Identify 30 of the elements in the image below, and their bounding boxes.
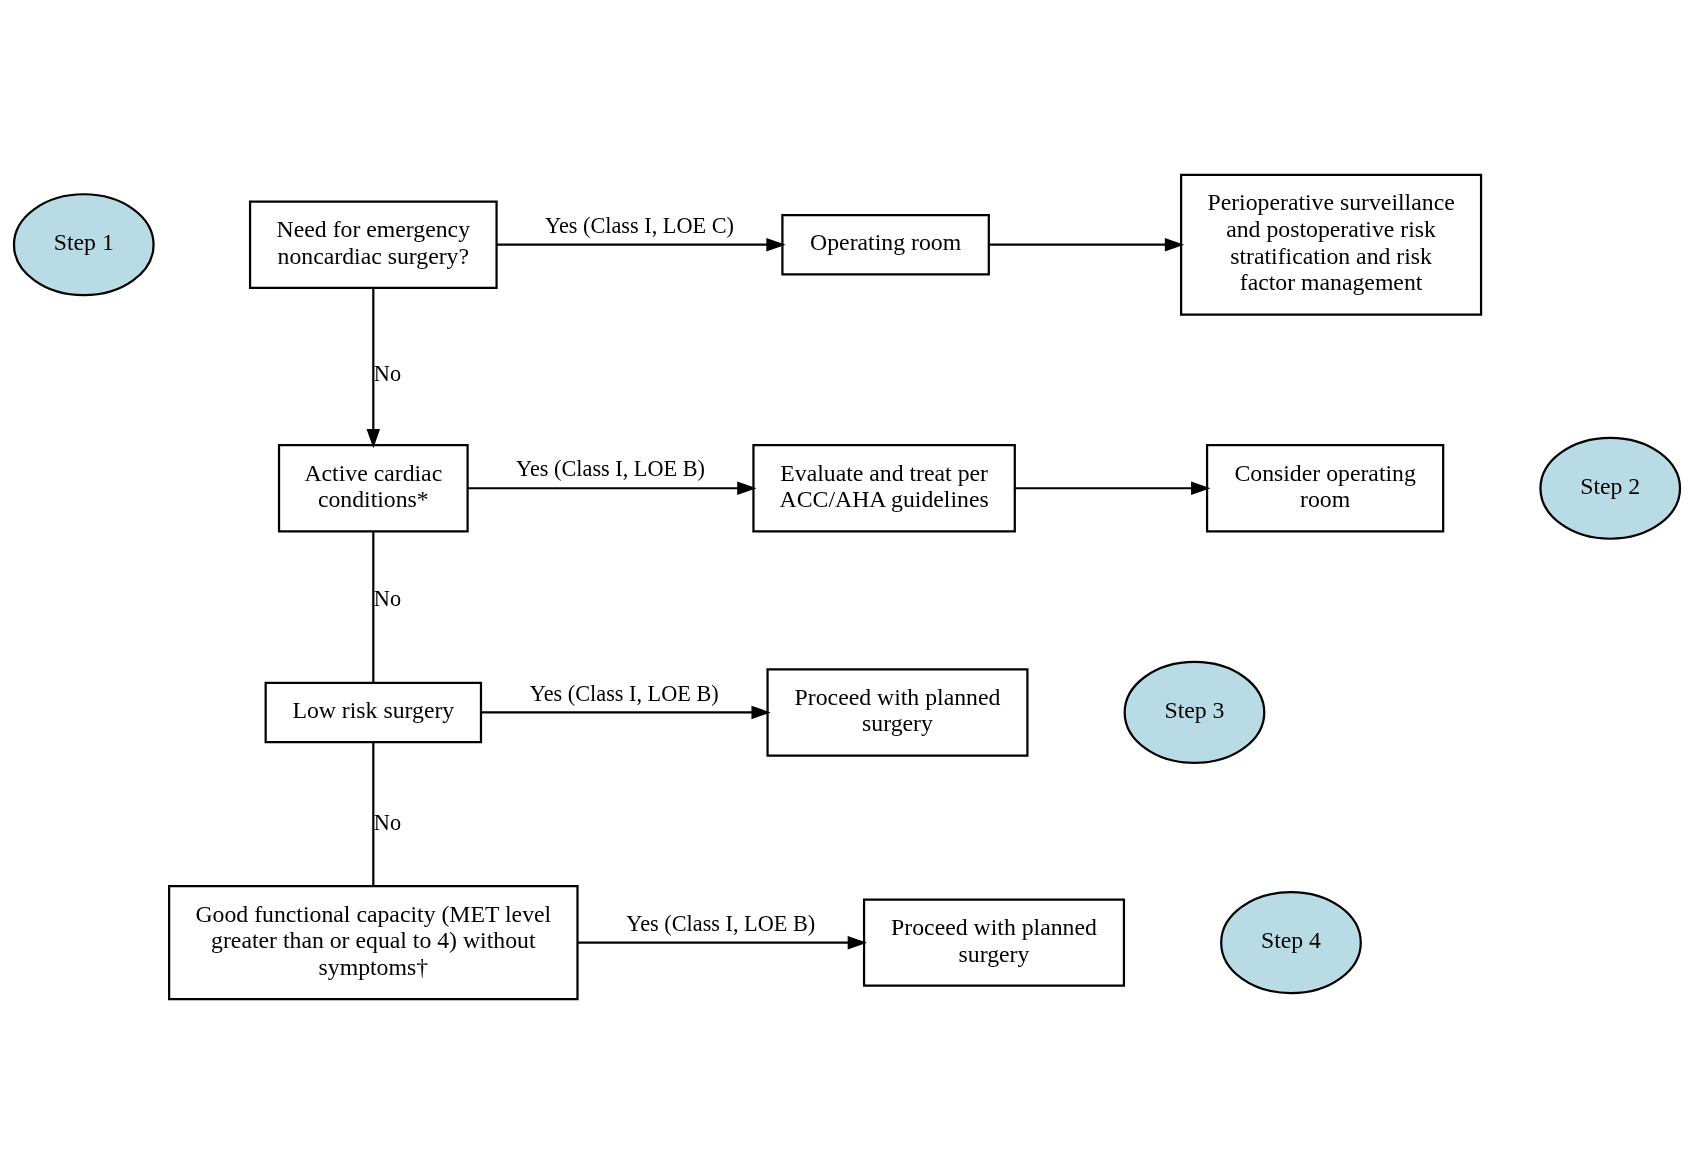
- node-ellipse: Step 3: [1123, 660, 1266, 764]
- edge-label: Yes (Class I, LOE B): [529, 680, 719, 706]
- node-ellipse: Step 1: [12, 192, 155, 296]
- connector: [372, 530, 375, 682]
- connector: [372, 741, 375, 886]
- node-box: Good functional capacity (MET level greater than or equal to 4) without symptoms†: [168, 884, 579, 1000]
- edge-label: Yes (Class I, LOE B): [516, 455, 705, 481]
- node-box: Proceed with planned surgery: [766, 667, 1029, 757]
- arrow: [989, 237, 1185, 251]
- edge-label: Yes (Class I, LOE C): [545, 212, 734, 238]
- edge-label: No: [373, 360, 402, 386]
- arrow: [481, 705, 771, 719]
- arrow: [577, 935, 868, 949]
- edge-label: Yes (Class I, LOE B): [626, 910, 816, 936]
- arrow: [496, 237, 786, 251]
- edge-label: No: [373, 585, 402, 611]
- node-box: Proceed with planned surgery: [862, 897, 1126, 987]
- arrow: [366, 287, 381, 448]
- node-ellipse: Step 4: [1220, 890, 1362, 994]
- node-box: Evaluate and treat per ACC/AHA guidelines: [752, 443, 1016, 532]
- node-box: Low risk surgery: [264, 681, 483, 743]
- node-box: Operating room: [781, 213, 990, 276]
- node-box: Consider operating room: [1205, 443, 1445, 532]
- node-ellipse: Step 2: [1539, 436, 1682, 540]
- node-box: Need for emergency noncardiac surgery?: [248, 200, 498, 289]
- edge-label: No: [373, 809, 402, 835]
- node-box: Active cardiac conditions*: [277, 443, 469, 532]
- node-box: Perioperative surveillance and postoperative risk stratification and risk factor management: [1180, 173, 1483, 316]
- arrow: [1015, 481, 1211, 495]
- arrow: [468, 481, 757, 495]
